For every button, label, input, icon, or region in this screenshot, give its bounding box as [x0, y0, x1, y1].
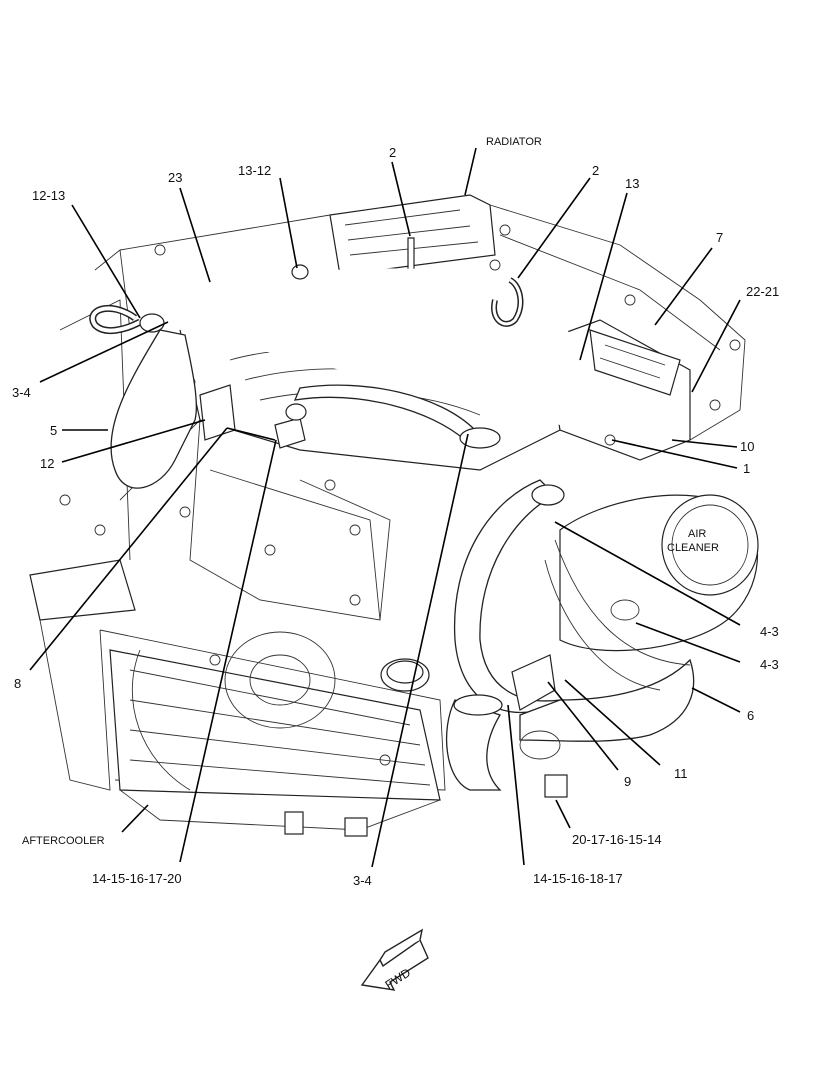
- callout-5: 5: [50, 423, 57, 438]
- callout-12-13: 12-13: [32, 188, 65, 203]
- callout-3-4-left: 3-4: [12, 385, 31, 400]
- callout-9: 9: [624, 774, 631, 789]
- leader-lines: [29, 147, 741, 868]
- callout-11: 11: [674, 766, 688, 781]
- callout-12: 12: [40, 456, 54, 471]
- callout-3-4-bottom: 3-4: [353, 873, 372, 888]
- callout-2-right: 2: [592, 163, 599, 178]
- callout-2-top: 2: [389, 145, 396, 160]
- callout-7: 7: [716, 230, 723, 245]
- callout-23: 23: [168, 170, 182, 185]
- callout-20-17-16-15-14: 20-17-16-15-14: [572, 832, 662, 847]
- air-cleaner-label-line2: CLEANER: [667, 542, 719, 554]
- callout-1: 1: [743, 461, 750, 476]
- callout-4-3-b: 4-3: [760, 657, 779, 672]
- callout-22-21: 22-21: [746, 284, 779, 299]
- callout-6: 6: [747, 708, 754, 723]
- callout-14-15-16-18-17: 14-15-16-18-17: [533, 871, 623, 886]
- callout-4-3-a: 4-3: [760, 624, 779, 639]
- callout-14-15-16-17-20: 14-15-16-17-20: [92, 871, 182, 886]
- callout-13: 13: [625, 176, 639, 191]
- forward-arrow-icon: FWD: [360, 928, 429, 992]
- air-cleaner: [519, 494, 759, 798]
- clamps: [139, 264, 556, 711]
- aftercooler-label: AFTERCOOLER: [22, 835, 105, 847]
- air-cleaner-label-line1: AIR: [688, 528, 706, 540]
- callout-8: 8: [14, 676, 21, 691]
- callout-13-12: 13-12: [238, 163, 271, 178]
- radiator-label: RADIATOR: [486, 136, 542, 148]
- hoses: [89, 268, 695, 791]
- callout-10: 10: [740, 439, 754, 454]
